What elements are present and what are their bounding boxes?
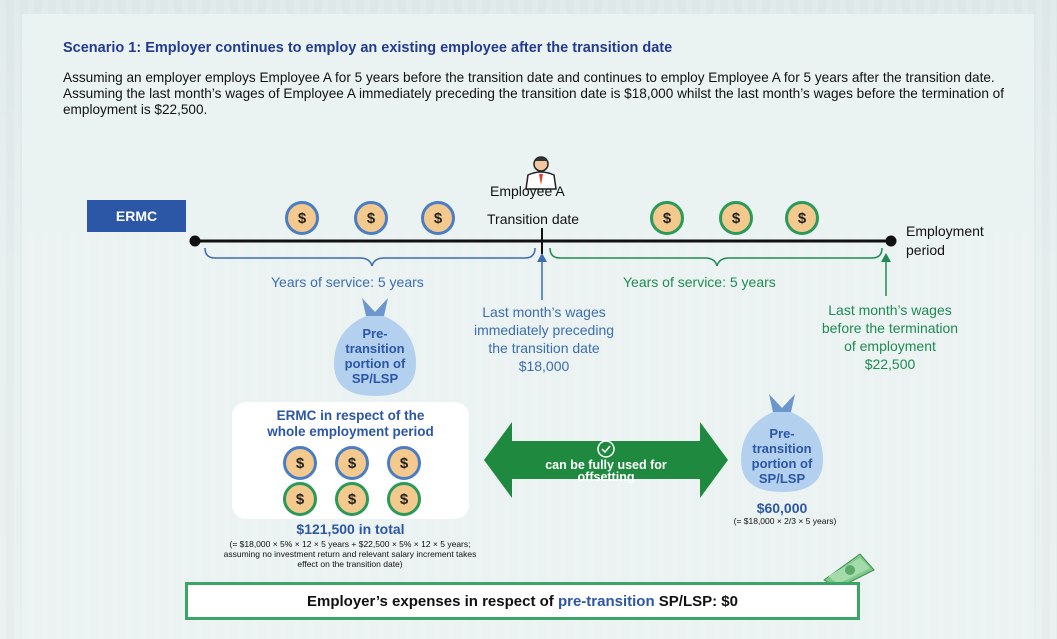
pre-transition-amount: $60,000 [756,500,808,516]
dollar-coin-icon: $ [335,482,369,516]
expenses-prefix: Employer’s expenses in respect of [307,592,558,610]
offset-arrow-text: can be fully used for offsetting [545,458,667,484]
employee-icon [525,156,557,190]
dollar-coin-icon: $ [785,201,819,235]
right-bag-label: Pre- transition portion of SP/LSP [751,426,813,486]
offset-double-arrow [484,422,728,498]
dollar-coin-icon: $ [283,446,317,480]
left-bag-label: Pre- transition portion of SP/LSP [344,326,406,386]
dollar-coin-icon: $ [650,201,684,235]
dollar-coin-icon: $ [421,201,455,235]
employer-expenses-box: Employer’s expenses in respect of pre-tr… [185,582,860,620]
ermc-label: ERMC [87,200,186,232]
employee-label: Employee A [490,183,565,199]
ermc-total: $121,500 in total [296,521,405,537]
scenario-title: Scenario 1: Employer continues to employ… [63,40,673,56]
dollar-coin-icon: $ [335,446,369,480]
ermc-calc-note: (= $18,000 × 5% × 12 × 5 years + $22,500… [223,539,477,569]
dollar-coin-icon: $ [387,482,421,516]
dollar-coin-icon: $ [354,201,388,235]
mid-wages-note: Last month’s wages immediately preceding… [473,304,615,374]
left-brace [204,247,536,267]
dollar-coin-icon: $ [285,201,319,235]
expenses-highlight: pre-transition [557,592,655,610]
right-years-of-service: Years of service: 5 years [623,274,776,290]
expenses-suffix: SP/LSP: $0 [654,592,738,610]
dollar-coin-icon: $ [283,482,317,516]
money-bag-icon [334,298,416,396]
employment-period-label: Employment period [906,223,984,258]
intro-text: Assuming an employer employs Employee A … [63,70,1005,117]
money-bag-icon [741,394,823,492]
left-years-of-service: Years of service: 5 years [271,274,424,290]
dollar-coin-icon: $ [719,201,753,235]
content-panel [22,14,1034,639]
right-brace [549,247,883,267]
pre-transition-calc-note: (= $18,000 × 2/3 × 5 years) [733,516,837,526]
dollar-coin-icon: $ [387,446,421,480]
check-icon [597,440,615,458]
right-wages-note: Last month’s wages before the terminatio… [821,302,959,372]
transition-date-label: Transition date [487,211,580,227]
ermc-summary-heading: ERMC in respect of the whole employment … [267,408,434,439]
timeline-start-dot [189,235,201,247]
cash-icon [823,553,875,589]
timeline-end-dot [885,235,897,247]
